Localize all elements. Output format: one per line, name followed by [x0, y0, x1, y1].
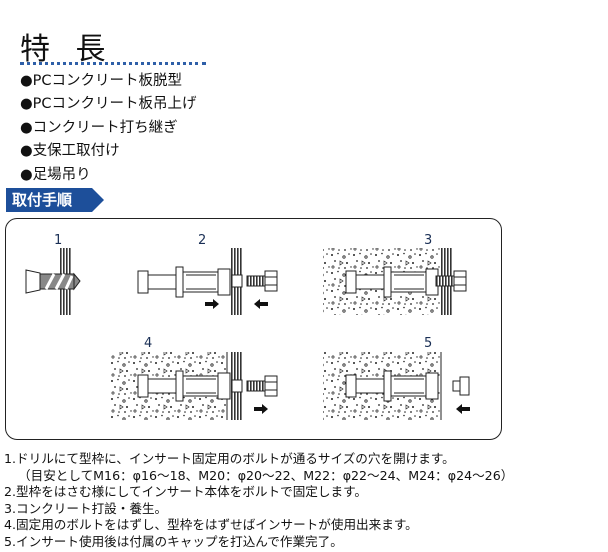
instruction-note: （目安としてM16：φ16～18、M20：φ20～22、M22：φ22～24、M…: [18, 467, 514, 483]
instruction-item: 3.コンクリート打設・養生。: [4, 500, 168, 516]
drill-icon: [25, 269, 81, 294]
dotted-divider: [20, 62, 206, 65]
bolt-icon: [246, 375, 278, 397]
step-number: 4: [144, 336, 152, 351]
feature-item: ●足場吊り: [20, 166, 91, 183]
instruction-item: 5.インサート使用後は付属のキャップを打込んで作業完了。: [4, 533, 343, 549]
feature-item: ●PCコンクリート板脱型: [20, 73, 183, 89]
section-banner: 取付手順: [6, 188, 104, 212]
step-number: 1: [54, 233, 62, 248]
instruction-item: 1.ドリルにて型枠に、インサート固定用のボルトが通るサイズの穴を開けます。: [4, 451, 455, 466]
page-title: 特 長: [20, 32, 114, 67]
cap-icon: [452, 376, 470, 396]
instruction-list: 1.ドリルにて型枠に、インサート固定用のボルトが通るサイズの穴を開けます。 （目…: [4, 451, 513, 550]
instruction-item: 4.固定用のボルトをはずし、型枠をはずせばインサートが使用出来ます。: [4, 517, 418, 532]
arrow-right-icon: [205, 299, 219, 309]
arrow-left-icon: [456, 404, 470, 414]
instruction-item: 2.型枠をはさむ様にしてインサート本体をボルトで固定します。: [4, 484, 368, 499]
arrow-right-icon: [254, 404, 268, 414]
insert-body: [137, 266, 231, 298]
feature-list: ●PCコンクリート板脱型 ●PCコンクリート板吊上げ ●コンクリート打ち継ぎ ●…: [20, 70, 197, 187]
bolt-icon: [246, 270, 278, 292]
step-number: 2: [198, 233, 206, 248]
feature-item: ●PCコンクリート板吊上げ: [20, 96, 197, 113]
step-number: 3: [424, 233, 432, 248]
step-number: 5: [424, 336, 432, 351]
feature-item: ●支保工取付け: [20, 143, 120, 160]
feature-item: ●コンクリート打ち継ぎ: [20, 119, 178, 136]
arrow-left-icon: [254, 299, 268, 309]
diagram-panel: [5, 218, 502, 440]
